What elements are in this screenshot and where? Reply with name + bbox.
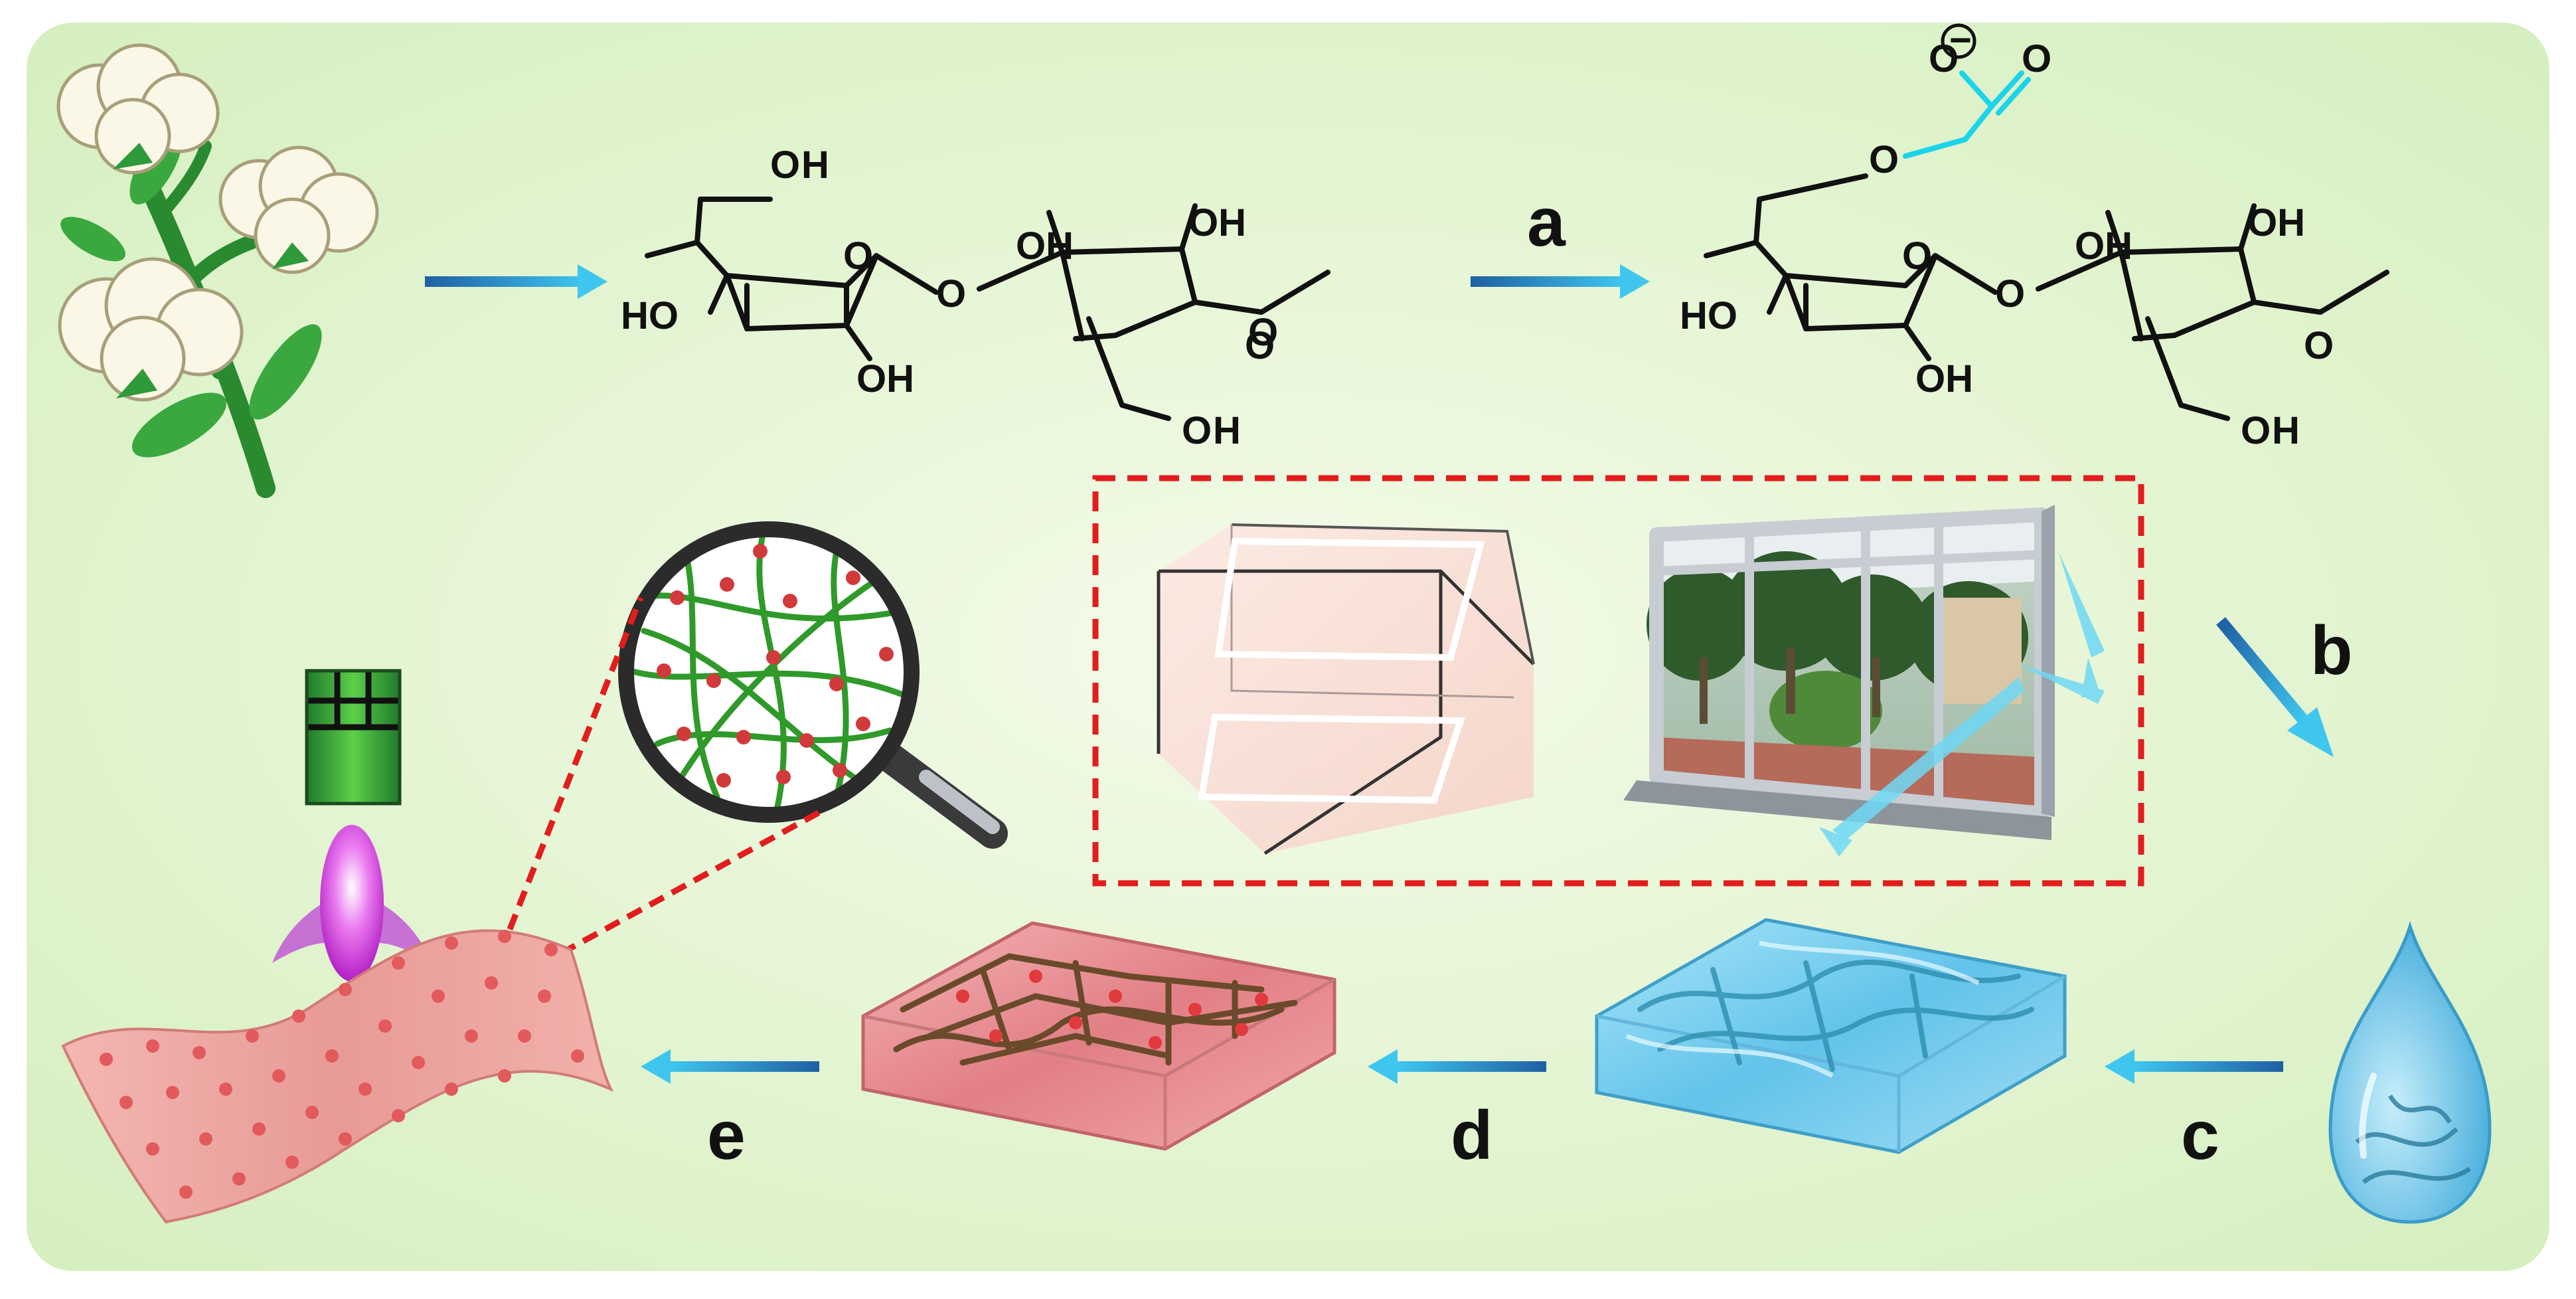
carboxyl-o-2: O <box>2022 37 2052 80</box>
laser-icon <box>272 669 432 982</box>
cmc-oh-label-2: OH <box>2075 224 2133 268</box>
step-label-b: b <box>2310 612 2353 689</box>
droplet-icon <box>2328 920 2492 1224</box>
blue-hydrogel-block <box>1595 918 2067 1154</box>
cotton-plant-icon <box>56 43 379 498</box>
cmc-ring-o-2: O <box>2304 324 2334 367</box>
patterned-film <box>61 929 614 1224</box>
transparent-box-icon <box>1157 523 1535 855</box>
cmc-oh-label-3: OH <box>2247 201 2305 244</box>
window-icon <box>1623 505 2055 840</box>
cmc-hydroxyl-o: O <box>2241 409 2271 452</box>
cellulose-labels: O H O HO OH O OH OH O O O H <box>621 143 1278 452</box>
hydroxyl-o-top: O <box>770 143 800 187</box>
arrow-a <box>1471 264 1650 299</box>
cmc-labels: O O O − O HO OH O OH OH O O H <box>1680 19 2334 452</box>
cmc-structure <box>1704 173 2389 421</box>
light-rays <box>1819 551 2105 857</box>
cmc-ring-o-1: O <box>1902 234 1932 278</box>
carboxymethyl-group <box>1903 70 2031 159</box>
hydroxyl-h-bottom: H <box>1213 409 1241 452</box>
hydroxyl-h-top: H <box>801 143 829 187</box>
cmc-link-o: O <box>1995 272 2025 315</box>
applications-dashed-frame <box>1092 475 2144 887</box>
nanoparticle-dots <box>657 544 894 788</box>
arrow-d <box>1368 1049 1546 1084</box>
ring-o-1: O <box>843 234 873 278</box>
cmc-oh-label-1: OH <box>1915 357 1973 400</box>
step-label-c: c <box>2181 1097 2219 1174</box>
link-o-1: O <box>936 272 966 315</box>
oh-label-1: OH <box>856 357 914 400</box>
hydroxyl-o-bottom: O <box>1182 409 1212 452</box>
ho-label-1: HO <box>621 294 679 337</box>
step-label-e: e <box>707 1097 746 1174</box>
step-label-d: d <box>1451 1097 1493 1174</box>
arrow-e <box>641 1049 819 1084</box>
magnifier-icon <box>618 521 1008 849</box>
negative-charge: − <box>1949 19 1972 62</box>
pink-hydrogel-block <box>861 921 1336 1151</box>
pink-fiber-network <box>893 953 1298 1066</box>
ether-o: O <box>1869 138 1899 181</box>
negative-charge-circle <box>1941 23 1976 59</box>
arrow-cotton-to-cellulose <box>425 264 607 299</box>
step-label-a: a <box>1527 184 1566 261</box>
cellulose-structure <box>645 197 1330 421</box>
oh-label-2: OH <box>1016 224 1074 268</box>
ring-o-2: O <box>1245 324 1275 367</box>
oh-label-3: OH <box>1188 201 1246 244</box>
link-o-2: O <box>1248 311 1278 354</box>
cmc-hydroxyl-h: H <box>2272 409 2300 452</box>
arrow-c <box>2105 1049 2283 1084</box>
arrow-b <box>2216 617 2334 757</box>
pattern-dots <box>100 930 584 1199</box>
cmc-ho-label: HO <box>1680 294 1737 337</box>
